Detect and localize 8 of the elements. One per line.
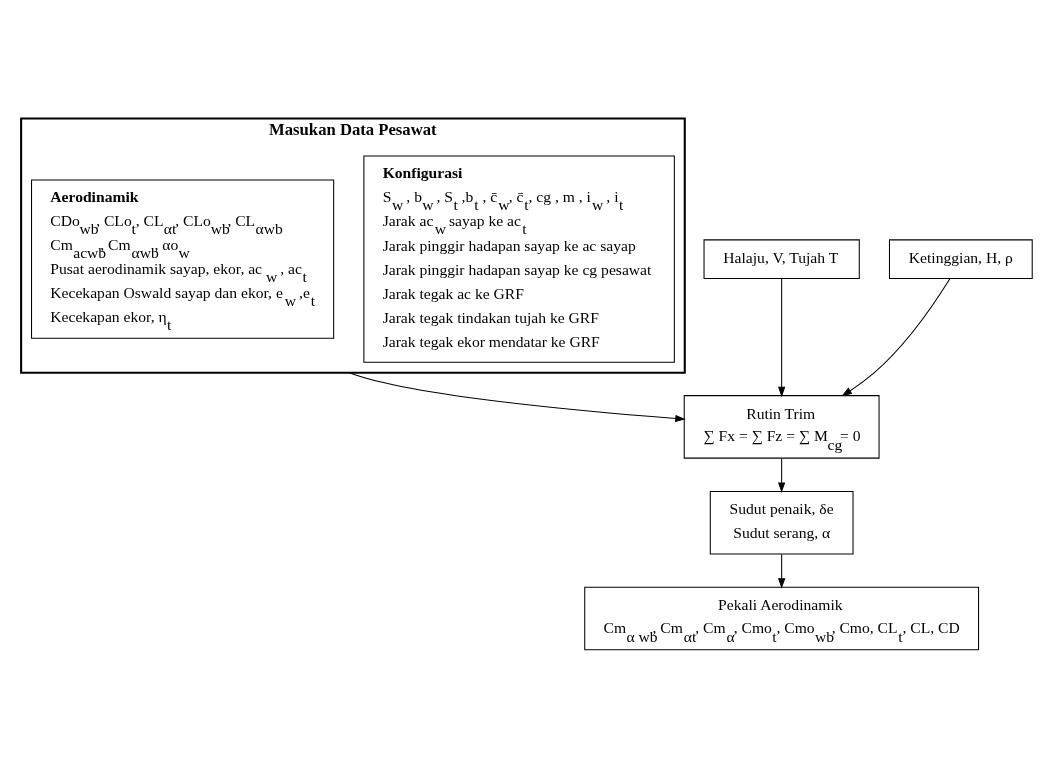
node-box: Sudut penaik, δe Sudut serang, α	[709, 490, 854, 555]
node-box: Halaju, V, Tujah T	[703, 239, 860, 279]
arrow	[778, 458, 786, 493]
arrow	[841, 278, 951, 397]
node-box: Ketinggian, H, ρ	[888, 239, 1033, 279]
arrow	[778, 278, 786, 398]
arrow	[348, 372, 686, 423]
arrow	[778, 553, 786, 589]
